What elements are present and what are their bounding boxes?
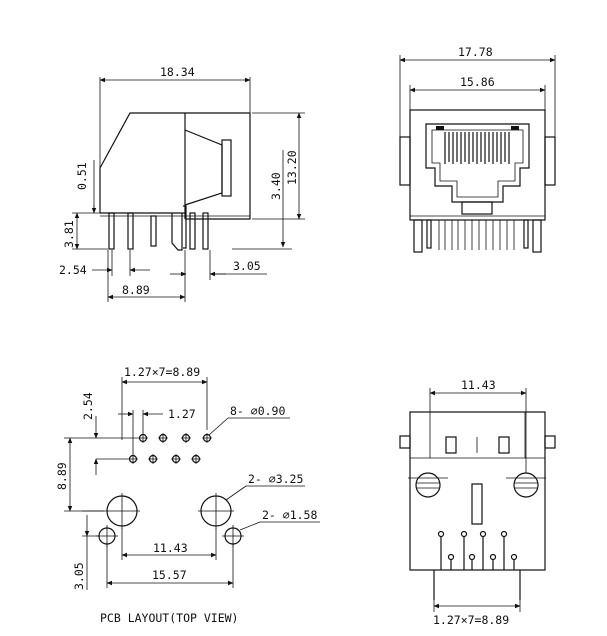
dim-small-spacing-label: 15.57	[152, 568, 187, 582]
dim-pin-pitch-label: 1.27	[168, 407, 196, 421]
bottom-dim-pin-span-label: 1.27×7=8.89	[433, 613, 509, 627]
dim-width-label: 18.34	[160, 65, 195, 79]
dim-pin-length-label: 3.81	[62, 220, 76, 248]
front-contacts	[436, 126, 519, 164]
front-view: 17.78 15.86	[399, 45, 556, 253]
dim-row-to-post-label: 8.89	[55, 462, 69, 490]
pcb-caption: PCB LAYOUT(TOP VIEW)	[100, 611, 238, 625]
dim-mid-height-label: 3.40	[269, 172, 283, 200]
dim-row-offset-label: 2.54	[81, 392, 95, 420]
dim-height-label: 13.20	[285, 150, 299, 185]
hole-note-label: 8- ⌀0.90	[230, 404, 285, 418]
pin-holes	[128, 433, 212, 464]
small-hole-note-label: 2- ⌀1.58	[262, 508, 317, 522]
dim-pin-pitch-label: 2.54	[59, 263, 87, 277]
pcb-layout: 1.27×7=8.89 2.54 1.27 8- ⌀0.90 8.89 2- ⌀…	[55, 365, 320, 625]
dim-post-spacing-label: 8.89	[122, 283, 150, 297]
bottom-posts	[408, 472, 546, 525]
dim-small-offset-label: 3.05	[72, 562, 86, 590]
dim-pin-span-label: 1.27×7=8.89	[124, 365, 200, 379]
dim-opening-width-label: 15.86	[460, 75, 495, 89]
dim-lead-offset-label: 0.51	[75, 162, 89, 190]
bottom-view: 11.43 1.27×7=8.89	[399, 378, 556, 627]
side-pins	[108, 205, 209, 251]
bottom-dim-post-spacing-label: 11.43	[461, 378, 496, 392]
front-pins	[413, 219, 542, 253]
large-post-holes	[104, 493, 234, 529]
side-view: 18.34 0.51 13.20 3.40 3.81 2.54 8.89	[59, 65, 305, 302]
dim-overall-width-label: 17.78	[458, 45, 493, 59]
bottom-pins	[433, 530, 521, 600]
dim-tab-label: 3.05	[233, 259, 261, 273]
large-hole-note-label: 2- ⌀3.25	[248, 472, 303, 486]
dim-post-spacing-label: 11.43	[153, 541, 188, 555]
